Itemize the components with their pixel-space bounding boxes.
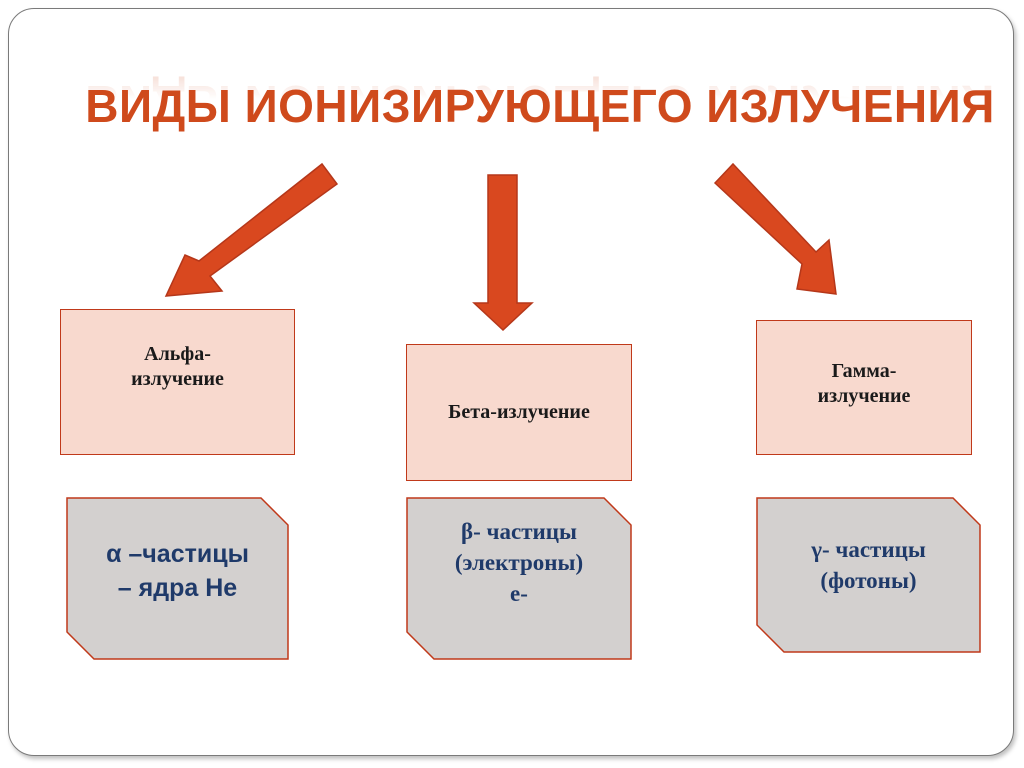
alpha-shape-outline	[66, 497, 289, 660]
alpha-radiation-box: Альфа- излучение	[60, 309, 295, 455]
gamma-shape-outline	[756, 497, 981, 653]
gamma-radiation-box: Гамма- излучение	[756, 320, 972, 455]
beta-radiation-box: Бета-излучение	[406, 344, 632, 481]
alpha-box-line-2: излучение	[131, 368, 224, 390]
alpha-particles-shape: α –частицы – ядра Не	[66, 497, 289, 660]
alpha-box-line-1: Альфа-	[144, 343, 211, 365]
alpha-particles-line-1: α –частицы	[106, 539, 249, 568]
gamma-box-line-2: излучение	[817, 385, 911, 407]
slide-title: ВИДЫ ИОНИЗИРУЮЩЕГО ИЗЛУЧЕНИЯ	[85, 80, 995, 132]
beta-particles-line-2: (электроны)	[454, 550, 584, 575]
gamma-particles-text: γ- частицы (фотоны)	[756, 497, 981, 653]
beta-particles-line-1: β- частицы	[461, 519, 577, 544]
gamma-box-line-1: Гамма-	[831, 360, 897, 382]
gamma-particles-line-2: (фотоны)	[820, 568, 917, 593]
beta-shape-outline	[406, 497, 632, 660]
alpha-particles-line-2: – ядра Не	[117, 573, 238, 602]
beta-particles-text: β- частицы (электроны) е-	[406, 497, 632, 660]
beta-box-line-1: Бета-излучение	[448, 401, 590, 423]
beta-particles-line-3: е-	[510, 581, 528, 606]
gamma-particles-line-1: γ- частицы	[811, 537, 926, 562]
gamma-particles-shape: γ- частицы (фотоны)	[756, 497, 981, 653]
alpha-particles-text: α –частицы – ядра Не	[66, 497, 289, 660]
beta-particles-shape: β- частицы (электроны) е-	[406, 497, 632, 660]
